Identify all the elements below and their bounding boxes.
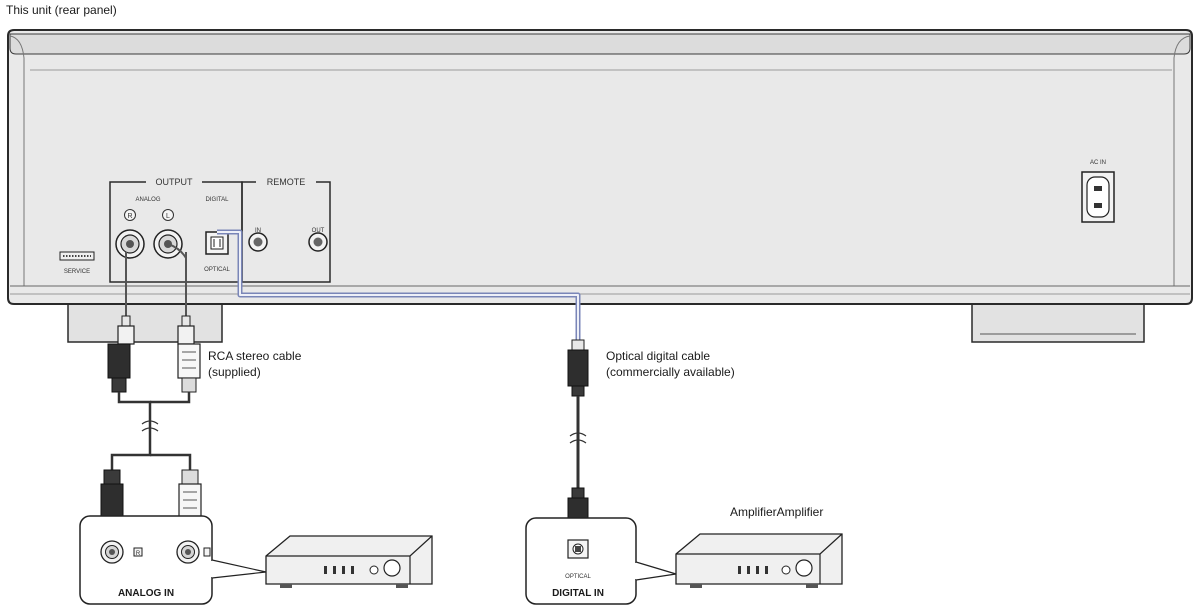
rca-plug-top-red — [107, 315, 135, 393]
optical-label: OPTICAL — [204, 267, 230, 273]
panel-foot-right — [971, 299, 1145, 343]
digital-in-optical-label: OPTICAL — [565, 574, 591, 580]
remote-out-label: OUT — [312, 228, 325, 234]
amplifier-digital — [675, 533, 843, 588]
service-label: SERVICE — [64, 269, 90, 275]
output-label: OUTPUT — [156, 177, 194, 187]
rear-panel: OUTPUT REMOTE ANALOG DIGITAL OPTICAL IN … — [7, 29, 1193, 343]
analog-in-jack-l — [176, 540, 200, 564]
optical-cable-label-1: Optical digital cable — [606, 349, 710, 363]
diagram-caption: This unit (rear panel) — [6, 3, 117, 17]
remote-in-jack — [248, 232, 268, 252]
channel-l-text: L — [166, 213, 170, 220]
optical-jack — [205, 231, 229, 255]
analog-in-r-marker — [133, 547, 143, 557]
amplifier-label: AmplifierAmplifier — [730, 505, 823, 519]
channel-l-marker — [162, 209, 174, 221]
remote-label: REMOTE — [267, 177, 306, 187]
rca-cable-label-1: RCA stereo cable — [208, 349, 302, 363]
rca-plug-top-white — [177, 315, 201, 393]
ac-in-label: AC IN — [1090, 160, 1106, 166]
optical-cable — [567, 339, 589, 539]
analog-in-r-text: R — [136, 551, 141, 557]
panel-body — [7, 29, 1193, 305]
analog-in-inset: R ANALOG IN — [79, 515, 267, 605]
channel-r-text: R — [127, 213, 132, 220]
digital-in-inset: OPTICAL DIGITAL IN — [525, 517, 677, 605]
digital-in-label: DIGITAL IN — [552, 588, 604, 599]
digital-label: DIGITAL — [206, 197, 230, 203]
remote-out-jack — [308, 232, 328, 252]
rca-cable-label-2: (supplied) — [208, 365, 261, 379]
remote-in-label: IN — [255, 228, 261, 234]
panel-foot-left — [67, 299, 223, 343]
analog-in-jack-r — [100, 540, 124, 564]
analog-label: ANALOG — [135, 197, 160, 203]
digital-in-optical-jack — [567, 539, 589, 559]
analog-in-label: ANALOG IN — [118, 588, 174, 599]
ac-inlet — [1081, 171, 1115, 223]
service-port — [59, 251, 95, 261]
channel-r-marker — [124, 209, 136, 221]
rca-jack-r — [115, 229, 145, 259]
amplifier-analog — [265, 535, 433, 588]
optical-cable-route — [217, 229, 581, 340]
optical-cable-label-2: (commercially available) — [606, 365, 735, 379]
analog-in-l-marker — [203, 547, 211, 557]
